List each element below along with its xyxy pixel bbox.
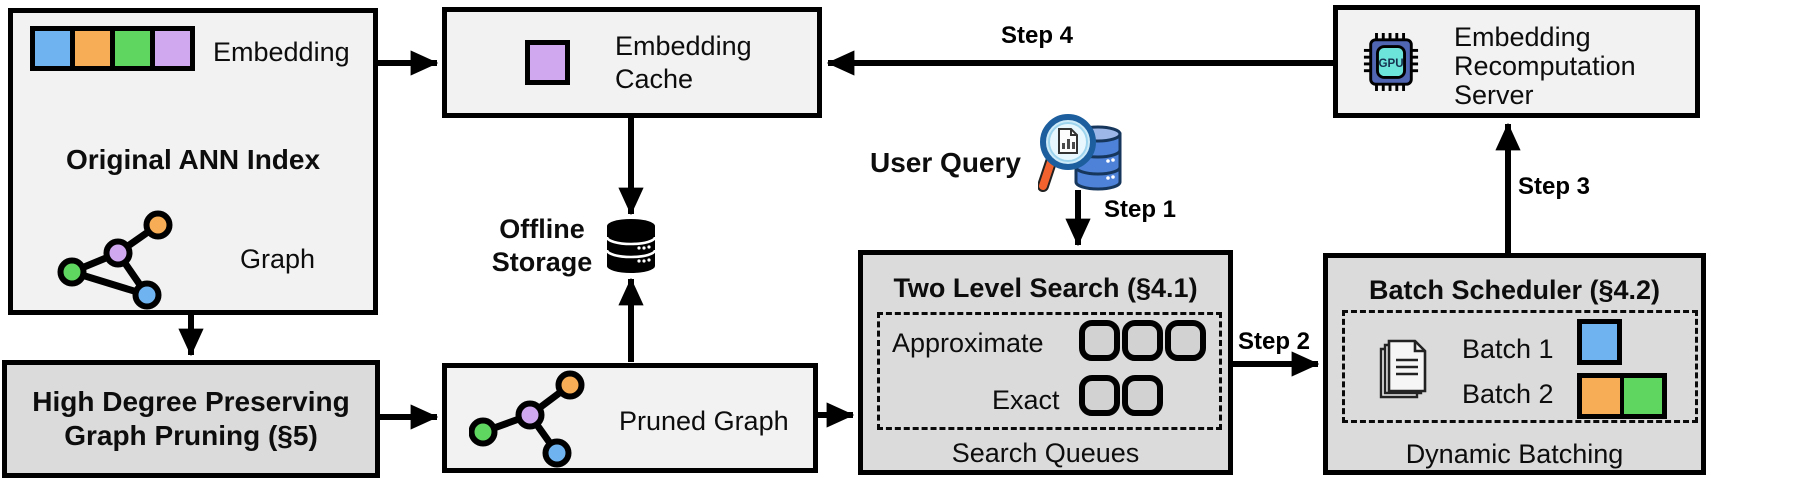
cache-label-line1: Embedding — [615, 31, 752, 61]
batch2-item-orange — [1582, 378, 1620, 414]
exact-queue-slots — [1079, 375, 1163, 416]
embedding-cell-orange — [70, 26, 115, 71]
original-ann-index-box: Embedding Original ANN Index Graph — [8, 8, 378, 315]
batch1-label: Batch 1 — [1462, 334, 1554, 364]
batch-scheduler-title: Batch Scheduler (§4.2) — [1368, 275, 1661, 305]
step2-label: Step 2 — [1238, 328, 1311, 355]
documents-icon — [1379, 339, 1427, 399]
exact-label: Exact — [992, 385, 1060, 415]
pruning-title-line2: Graph Pruning (§5) — [64, 420, 318, 451]
gpu-icon: GPU — [1363, 33, 1419, 91]
graph-pruning-box: High Degree Preserving Graph Pruning (§5… — [2, 360, 380, 478]
pruned-graph-label: Pruned Graph — [619, 406, 789, 436]
batch-scheduler-box: Batch Scheduler (§4.2) Batch 1 Batch 2 — [1323, 253, 1706, 475]
pruned-graph-box: Pruned Graph — [442, 363, 818, 473]
step4-label: Step 4 — [1001, 22, 1074, 49]
search-queues-panel: Approximate Exact — [877, 312, 1222, 430]
storage-label-line1: Offline — [499, 214, 585, 244]
queue-slot — [1079, 320, 1120, 361]
embedding-cache-box: Embedding Cache — [442, 7, 822, 118]
approximate-queue-slots — [1079, 320, 1206, 361]
embedding-vector-icon — [30, 26, 195, 71]
approximate-label: Approximate — [892, 328, 1044, 358]
batch1-item-blue — [1577, 319, 1622, 365]
step3-label: Step 3 — [1518, 173, 1591, 200]
server-label-line2: Recomputation — [1454, 51, 1636, 81]
embedding-cell-blue — [30, 26, 75, 71]
embedding-cell-purple — [150, 26, 195, 71]
batch2-item-green — [1620, 378, 1662, 414]
server-label-line3: Server — [1454, 80, 1534, 110]
pruning-title-line1: High Degree Preserving — [32, 386, 350, 417]
ann-index-title: Original ANN Index — [65, 144, 321, 175]
two-level-search-title: Two Level Search (§4.1) — [893, 273, 1198, 303]
batch2-items — [1577, 373, 1667, 419]
server-label-line1: Embedding — [1454, 22, 1591, 52]
pruned-graph-icon — [469, 370, 585, 468]
queue-slot — [1079, 375, 1120, 416]
queue-slot — [1165, 320, 1206, 361]
gpu-text: GPU — [1378, 57, 1403, 70]
user-query-icon — [1038, 114, 1122, 192]
user-query-label: User Query — [870, 147, 1021, 178]
two-level-search-box: Two Level Search (§4.1) Approximate Exac… — [858, 250, 1233, 475]
batch2-label: Batch 2 — [1462, 379, 1554, 409]
database-icon — [605, 219, 657, 273]
storage-label-line2: Storage — [491, 247, 593, 277]
cached-embedding-icon — [525, 40, 570, 85]
cache-label-line2: Cache — [615, 64, 694, 94]
dynamic-batching-panel: Batch 1 Batch 2 — [1342, 310, 1698, 423]
queue-slot — [1122, 375, 1163, 416]
search-queues-label: Search Queues — [951, 438, 1140, 468]
embedding-label: Embedding — [213, 37, 350, 67]
graph-label: Graph — [240, 244, 316, 274]
queue-slot — [1122, 320, 1163, 361]
embedding-cell-green — [110, 26, 155, 71]
step1-label: Step 1 — [1104, 196, 1177, 223]
graph-icon — [57, 210, 173, 310]
dynamic-batching-label: Dynamic Batching — [1405, 439, 1624, 469]
recomputation-server-box: GPU Embedding Recomputation Server — [1333, 5, 1700, 118]
